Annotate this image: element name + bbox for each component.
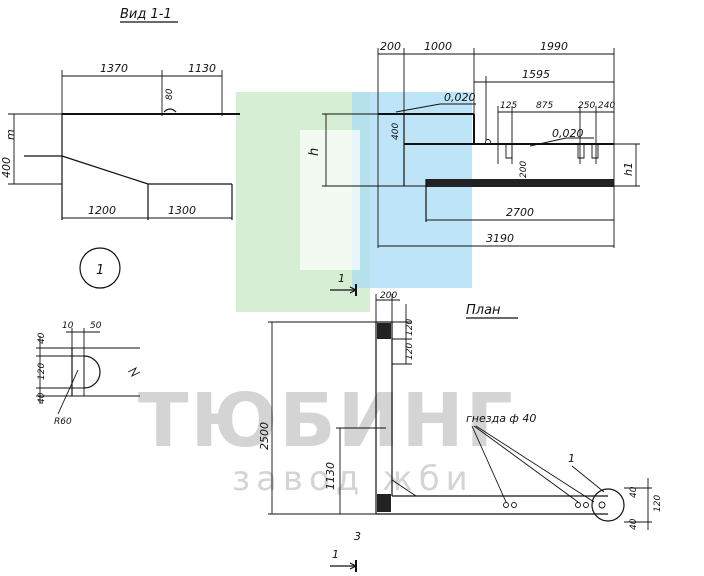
dim-875: 875 (536, 101, 553, 111)
plan-dim-200: 200 (380, 291, 397, 301)
watermark-subtitle: завод жби (232, 459, 474, 499)
section-view: 200 1000 1990 1595 0,020 125 875 250 240… (307, 40, 640, 248)
plan-sockets-label: гнезда ф 40 (466, 412, 536, 425)
slab-hatch (426, 179, 614, 187)
dim-1595: 1595 (522, 68, 550, 81)
detail-view: 10 50 40 120 40 R60 (36, 321, 141, 427)
dim-1990-top: 1990 (540, 40, 568, 53)
plan-dim-40b: 40 (629, 518, 639, 530)
slope-0020-a: 0,020 (444, 91, 476, 104)
dim-1130: 1130 (188, 62, 216, 75)
callout-circle-1: 1 (79, 247, 121, 289)
dim-400-mid: 400 (391, 123, 401, 140)
watermark-name: ТЮБИНГ (138, 378, 515, 464)
slope-0020-b: 0,020 (552, 127, 584, 140)
dim-200-top: 200 (380, 40, 401, 53)
dim-1300: 1300 (168, 204, 196, 217)
dim-m: m (4, 129, 17, 140)
plan-title: План (466, 303, 501, 318)
dim-400-left: 400 (0, 157, 13, 178)
dim-2700: 2700 (506, 206, 534, 219)
callout-1-label: 1 (96, 263, 104, 278)
watermark-blue-block (352, 92, 472, 288)
watermark-logo (236, 92, 472, 312)
detail-dim-50: 50 (90, 321, 102, 331)
dim-80: 80 (165, 88, 175, 100)
dim-250: 250 (578, 101, 595, 111)
view-1-1: Вид 1-1 1370 1130 80 400 m 1200 1300 (0, 7, 240, 220)
detail-r60: R60 (54, 417, 72, 427)
plan-dim-40a: 40 (629, 486, 639, 498)
dim-1000-top: 1000 (424, 40, 452, 53)
plan-dim-2500: 2500 (258, 422, 271, 450)
plan-dim-120a: 120 (405, 319, 415, 336)
detail-dim-40b: 40 (37, 392, 47, 404)
dim-h: h (307, 148, 322, 156)
plan-callout-1: 1 (568, 452, 575, 465)
plan-dim-1130: 1130 (324, 462, 337, 490)
dim-240: 240 (598, 101, 615, 111)
dim-h1: h1 (622, 162, 635, 176)
plan-dim-3: 3 (354, 530, 361, 543)
dim-125: 125 (500, 101, 517, 111)
plan-hatch-top (377, 323, 391, 339)
plan-dim-120c: 120 (653, 495, 663, 512)
watermark-white-cut (300, 130, 360, 270)
dim-200-vert: 200 (519, 161, 529, 178)
dim-1370: 1370 (100, 62, 128, 75)
section-mark-bottom: 1 (332, 548, 339, 561)
plan-dim-120b: 120 (405, 343, 415, 360)
plan-hatch-bottom (377, 494, 391, 512)
view-title: Вид 1-1 (120, 7, 172, 22)
detail-dim-120: 120 (37, 363, 47, 380)
dim-1200: 1200 (88, 204, 116, 217)
detail-dim-10: 10 (62, 321, 74, 331)
section-mark-top: 1 (338, 272, 345, 285)
detail-dim-40a: 40 (37, 332, 47, 344)
plan-view: План 1 1 200 120 120 (258, 272, 663, 572)
dim-3190: 3190 (486, 232, 514, 245)
